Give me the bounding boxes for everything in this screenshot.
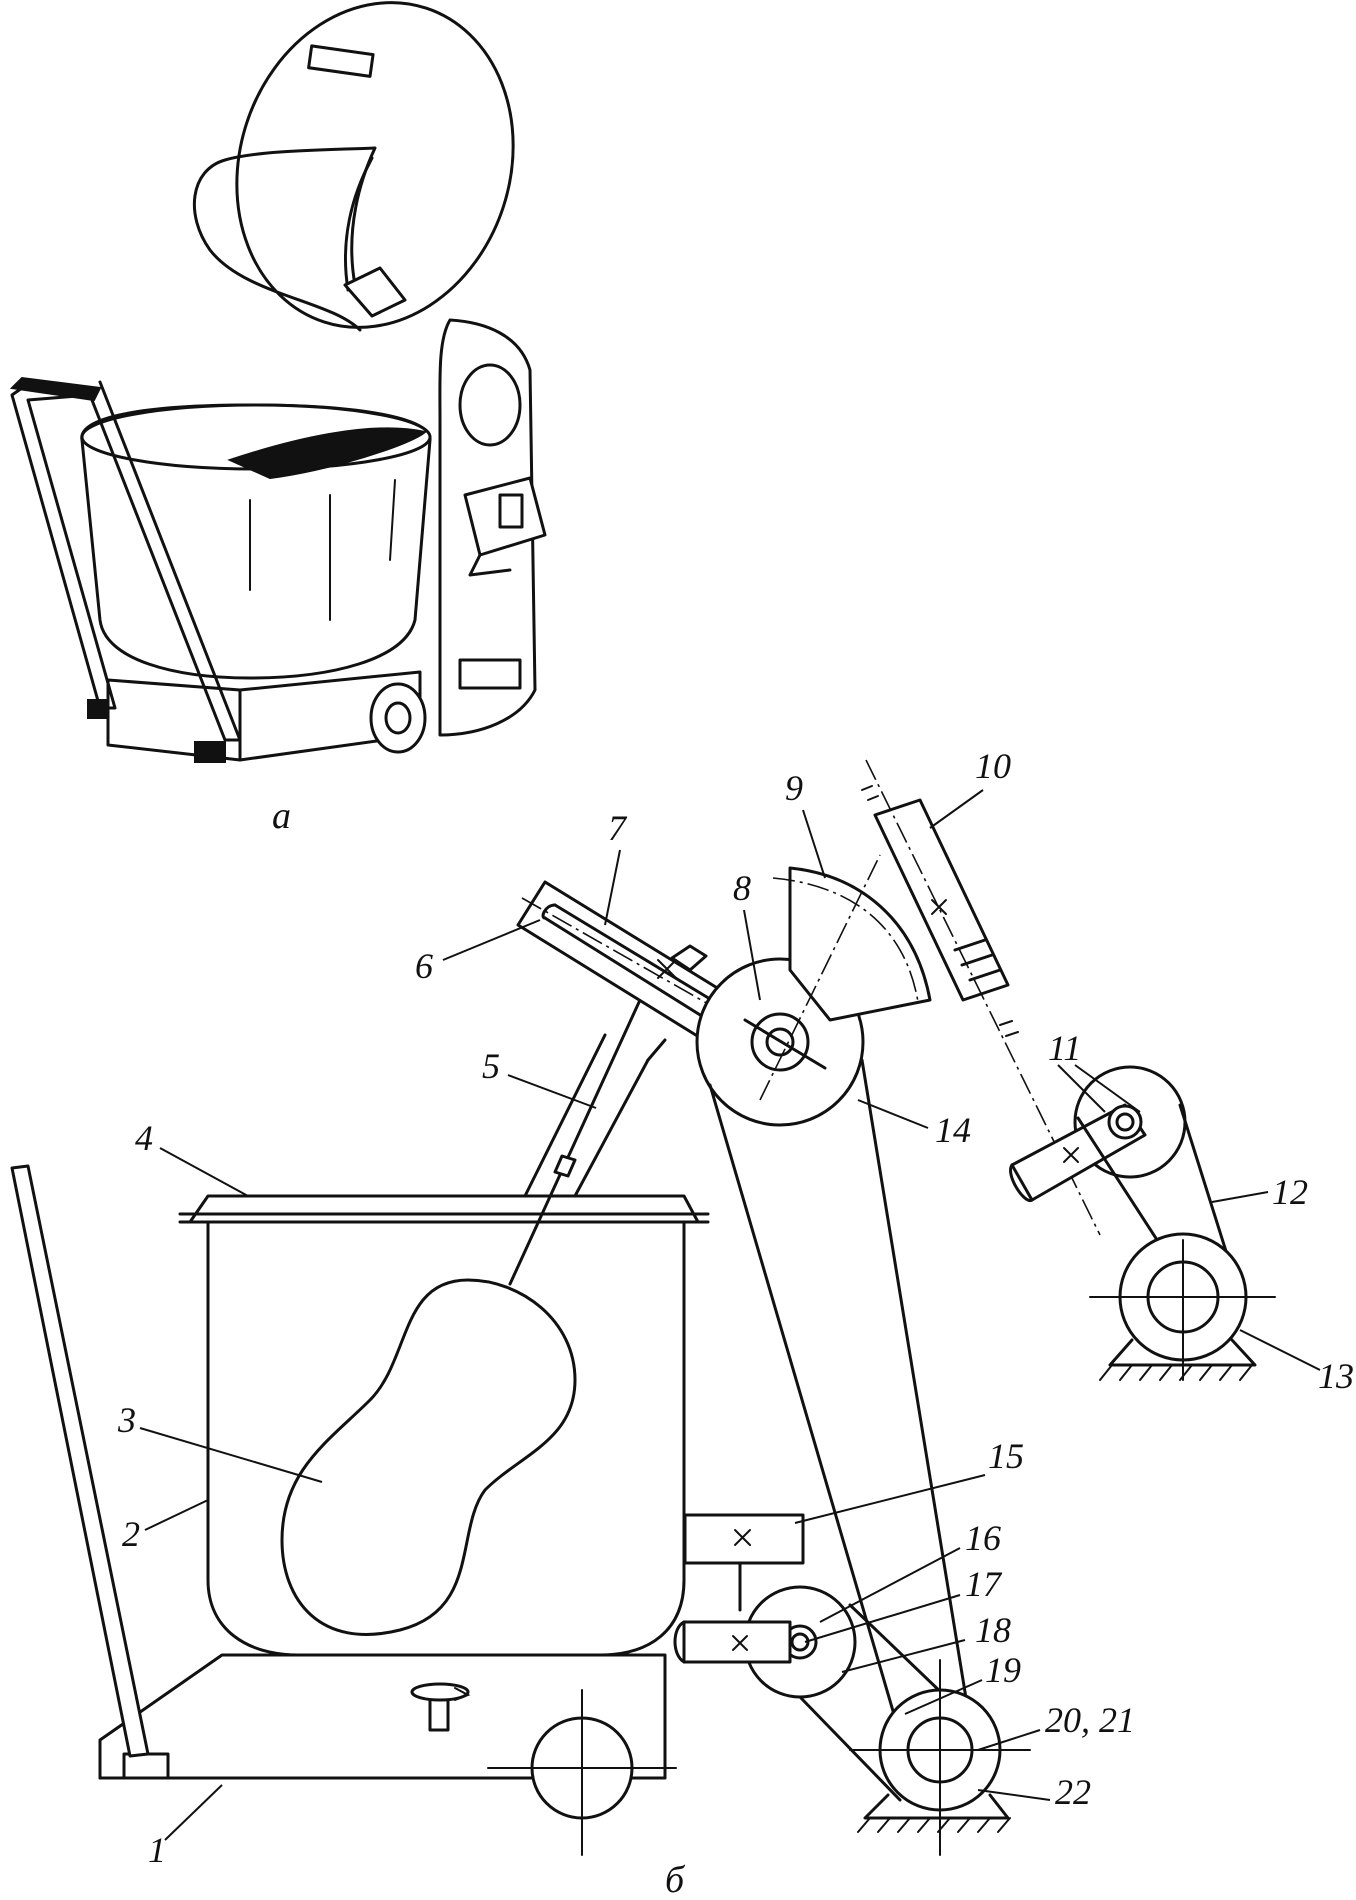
callout-14: 14 — [935, 1110, 971, 1150]
callout-22: 22 — [1055, 1772, 1091, 1812]
callout-17: 17 — [965, 1564, 1003, 1604]
mixer-head — [235, 1, 515, 329]
column-window — [458, 363, 522, 447]
kneading-tool — [280, 1278, 577, 1636]
column-plate — [458, 658, 522, 690]
panel-a-label: а — [272, 795, 291, 837]
kneading-hook — [192, 146, 377, 332]
callout-7: 7 — [608, 808, 628, 848]
callout-15: 15 — [988, 1436, 1024, 1476]
bowl-lid — [188, 1194, 700, 1224]
callout-12: 12 — [1272, 1172, 1308, 1212]
callout-2: 2 — [122, 1514, 140, 1554]
callout-8: 8 — [733, 868, 751, 908]
callout-19: 19 — [985, 1650, 1021, 1690]
callout-4: 4 — [135, 1118, 153, 1158]
callout-1: 1 — [148, 1830, 166, 1870]
lift-cylinder — [516, 880, 776, 1052]
trolley-handle — [10, 380, 242, 742]
callout-5: 5 — [482, 1046, 500, 1086]
worm-drive — [1009, 1065, 1276, 1381]
callout-10: 10 — [975, 746, 1011, 786]
callout-3: 3 — [117, 1400, 136, 1440]
callout-13: 13 — [1318, 1356, 1354, 1396]
callout-20-21: 20, 21 — [1045, 1700, 1135, 1740]
drive-belt — [708, 1058, 974, 1737]
callout-18: 18 — [975, 1610, 1011, 1650]
tilting-arm — [523, 1033, 650, 1198]
callout-11: 11 — [1048, 1028, 1081, 1068]
trolley-handle-bar — [10, 1164, 150, 1758]
mixer-perspective-view — [9, 1, 547, 763]
head-badge — [307, 44, 375, 78]
callout-6: 6 — [415, 946, 433, 986]
kinematic-scheme — [10, 759, 1321, 1856]
trolley-wheel — [369, 682, 427, 754]
panel-b-label: б — [665, 1859, 686, 1900]
callout-9: 9 — [785, 768, 803, 808]
callout-labels: 1 2 3 4 5 6 7 8 9 10 11 12 13 14 15 16 1… — [117, 746, 1354, 1870]
callout-16: 16 — [965, 1518, 1001, 1558]
gear-sector — [788, 866, 932, 1022]
